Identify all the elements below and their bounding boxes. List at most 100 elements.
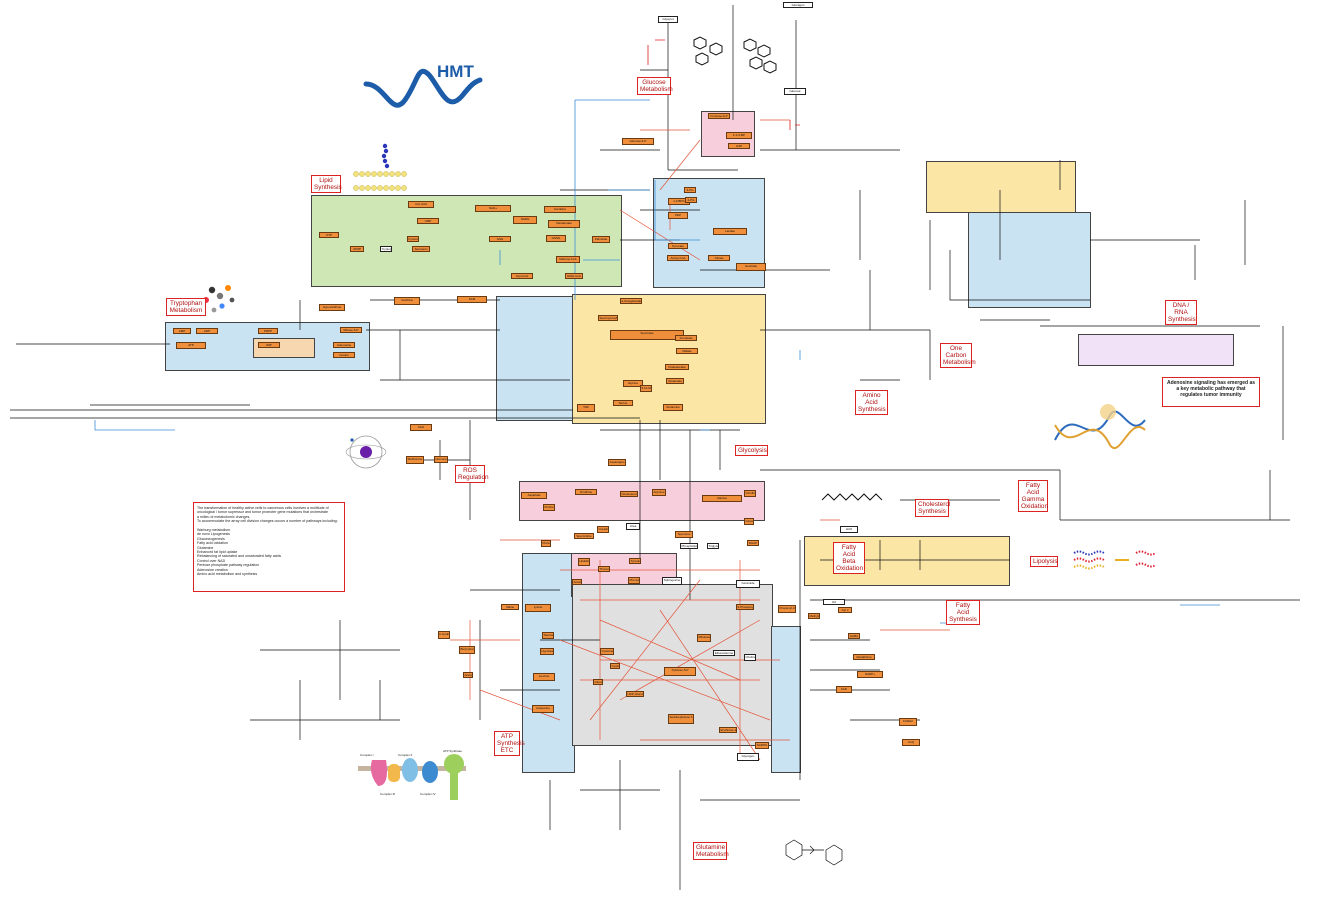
metabolite-node: 5,10-Methylene-THF (640, 385, 652, 392)
metabolite-node: ADP (196, 328, 218, 334)
metabolite-node: Cystine (610, 663, 620, 669)
metabolite-node: Glycine (623, 380, 643, 387)
metabolite-node: Lysine (525, 604, 551, 612)
metabolite-node: Valine (501, 604, 519, 610)
metabolite-node: Phospholipid (680, 543, 698, 549)
complex-i-label: Complex I (360, 753, 374, 757)
complex-iv-label: Complex IV (420, 792, 436, 796)
metabolite-node: SAM (457, 296, 487, 303)
info-line: de novo Lipogenesis (197, 532, 230, 537)
metabolite-node: Ethanolamine (713, 650, 735, 656)
info-line: Rebalancing of saturated and unsaturated… (197, 554, 282, 559)
metabolite-node: Isocitrate (736, 263, 766, 271)
metabolite-node: G3P (728, 143, 750, 149)
metabolite-node: Glucose-6-P (622, 138, 654, 145)
label-fatty-acid-synthesis: Fatty Acid Synthesis (946, 600, 980, 625)
metabolite-node: Fructose-6-P (708, 113, 730, 119)
onecarbon-blue-region (968, 212, 1091, 308)
label-lipolysis: Lipolysis (1030, 556, 1058, 567)
metabolite-node: Creatine (597, 526, 609, 533)
metabolite-node: DHAP (747, 540, 759, 546)
metabolite-node: Acetyl-CoA (667, 255, 689, 261)
metabolite-node: Glucagon (783, 2, 813, 8)
metabolite-node: ATP (176, 342, 206, 349)
label-cholesterol-synthesis: Cholesterol Synthesis (915, 499, 950, 517)
glycolysis-left-region (496, 296, 574, 421)
metabolite-node: Methylmalonyl-CoA (808, 613, 820, 619)
metabolite-node: Hypotaurine (540, 648, 554, 655)
label-lipid-synthesis: Lipid Synthesis (311, 175, 342, 193)
etc-right-region (771, 626, 801, 773)
metabolite-node: Malate (676, 348, 698, 354)
info-line: Adenosine creation (197, 567, 228, 572)
label-dna-rna-synthesis: DNA / RNA Synthesis (1165, 300, 1197, 325)
metabolite-node: Leucine (533, 673, 555, 681)
metabolite-node: Acyl-CoA (511, 273, 533, 279)
metabolite-node: Methionine (406, 456, 424, 464)
metabolite-node: Lactate (713, 228, 747, 235)
metabolite-node: Glycerol-3-P (744, 518, 754, 525)
metabolite-node: Palmitate (592, 236, 610, 243)
metabolite-node: Tyrosine (629, 558, 641, 564)
label-ros-regulation: ROS Regulation (455, 465, 489, 483)
info-line: The transformation of healthy active cel… (197, 506, 329, 510)
metabolite-node: Cyt c (838, 607, 852, 613)
metabolite-node: Acetylcarnitine (463, 672, 473, 678)
metabolite-node: Glycerol (658, 16, 678, 23)
metabolite-node: Inosine (333, 352, 355, 358)
metabolite-node: Sedoheptulose-7-P (668, 714, 694, 724)
metabolite-node: CTP (319, 232, 339, 238)
metabolite-node: Uric Acid (408, 201, 434, 208)
metabolite-node: Glutamine (663, 404, 683, 411)
metabolite-node: GSSG (546, 235, 566, 242)
metabolite-node: O2 (823, 599, 845, 605)
label-tryptophan-metabolism: Tryptophan Metabolism (166, 298, 206, 316)
metabolite-node: Serotonin (412, 246, 430, 252)
info-line: Gluconeogenesis (197, 536, 225, 541)
metabolite-node: FAD (836, 686, 852, 693)
metabolite-node: Acetoacetate (572, 579, 582, 585)
metabolite-node: 2-PG (685, 197, 697, 203)
info-line: Pentose phosphate pathway regulation (197, 563, 260, 568)
metabolite-node: Erythrose-4-P (719, 727, 737, 733)
metabolite-node: F-1,6-BP (726, 132, 752, 139)
metabolite-node: Serine (613, 400, 633, 406)
metabolite-node: Tryptophan (380, 246, 392, 252)
metabolite-node: Sphingosine (662, 577, 682, 585)
label-amino-acid-synthesis: Amino Acid Synthesis (855, 390, 888, 415)
adenosine-signaling-note: Adenosine signaling has emerged as a key… (1162, 377, 1260, 407)
cancer-metabolism-info-box: The transformation of healthy active cel… (193, 502, 345, 592)
metabolite-node: 6-Phosphogluconate (736, 604, 754, 610)
metabolite-node: Succinate (610, 330, 684, 340)
ros-atom-icon (345, 435, 387, 469)
complex-iii-label: Complex III (380, 792, 396, 796)
label-glycolysis: Glycolysis (735, 445, 768, 456)
glucose-ring-icons (693, 36, 777, 74)
chemical-structure-drawings (785, 839, 843, 866)
metabolite-node: Xylulose-5-P (664, 667, 696, 676)
label-atp-synthesis-etc: ATP Synthesis ETC (494, 731, 525, 756)
molecule-icon (203, 285, 235, 313)
metabolite-node: a-Ketoglutarate (620, 298, 642, 304)
info-line: Fatty acid oxidation (197, 541, 228, 546)
metabolite-node: Glucose-1-P (593, 679, 603, 685)
metabolite-node: Glycogen (737, 753, 759, 761)
metabolite-node: THF (577, 404, 595, 412)
metabolite-node: Fumarate (675, 335, 697, 341)
metabolite-node: NAD+ (475, 205, 511, 212)
hmt-wave-graphic (363, 68, 483, 108)
metabolite-node: Homocysteine (434, 456, 448, 463)
info-line: Warburg metabolism (197, 528, 231, 533)
metabolite-node: Succinyl-CoA (598, 315, 618, 321)
metabolite-node: SAH (410, 424, 432, 431)
metabolite-node: Propionyl-CoA (778, 605, 796, 613)
complex-ii-label: Complex II (398, 753, 413, 757)
metabolite-node: H2O (840, 526, 858, 533)
metabolite-node: GABA (848, 633, 860, 639)
fatty-acid-chain-icon (821, 493, 883, 501)
metabolite-node: CoQ (902, 739, 920, 746)
metabolite-node: NADP+ (857, 671, 883, 678)
metabolite-node: dTMP (350, 246, 364, 252)
metabolite-node: Ornithine (575, 489, 597, 495)
